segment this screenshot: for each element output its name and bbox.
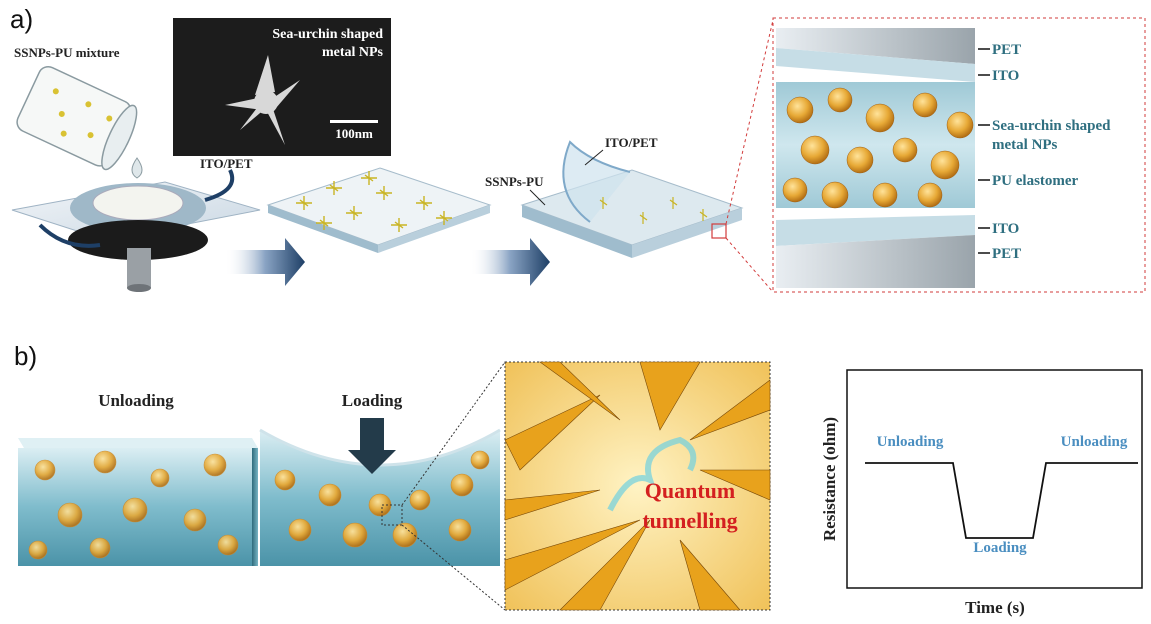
layer-label-ito-bottom: ITO [992,221,1019,237]
sem-title-line2: metal NPs [322,45,384,60]
tunnelling-path [607,436,697,512]
zoom-line-bottom [725,237,774,293]
graph-frame [846,369,1143,589]
loading-arrow [348,418,396,474]
laminated-film [520,140,744,258]
loading-block [259,428,501,566]
resistance-graph [846,369,1143,589]
layer-label-nps-line1: Sea-urchin shaped [992,118,1111,134]
process-arrow-2 [470,238,550,286]
spin-coater [11,169,261,292]
layer-labels [978,48,990,254]
process-arrow-1 [225,238,305,286]
sem-urchin [225,55,300,145]
ssnps-pu-label: SSNPs-PU [485,174,544,189]
ito-pet-label-1: ITO/PET [200,156,253,171]
graph-state-middle: Loading [973,540,1027,556]
mixture-vial [16,66,138,171]
unloading-block [18,438,258,566]
tunnelling-inset [504,361,771,611]
layer-label-ito-top: ITO [992,68,1019,84]
layer-label-pu: PU elastomer [992,173,1079,189]
graph-xlabel: Time (s) [965,598,1025,617]
sem-title-line1: Sea-urchin shaped [272,27,383,42]
urchin-particles [782,87,974,209]
scale-bar [330,120,378,123]
graph-state-right: Unloading [1061,434,1128,450]
resistance-trace [865,462,1138,539]
tunnelling-line2: tunnelling [642,508,737,533]
loading-label: Loading [342,391,403,410]
graph-ylabel: Resistance (ohm) [820,417,839,541]
scale-bar-label: 100nm [335,126,373,141]
droplet [131,157,143,179]
zoom-line-b-top [401,361,506,506]
label-leader-ssnps-pu [529,189,546,206]
unloading-label: Unloading [98,391,174,410]
sem-image: Sea-urchin shaped metal NPs 100nm [173,18,391,156]
graph-state-left: Unloading [877,434,944,450]
panel-b-letter: b) [14,341,37,371]
zoom-line-top [725,19,774,225]
layer-label-pet-bottom: PET [992,246,1021,262]
coated-film [266,167,492,253]
ito-pet-label-2: ITO/PET [605,135,658,150]
layer-cross-section [772,17,1146,293]
layer-label-nps-line2: metal NPs [992,137,1058,153]
tunnelling-line1: Quantum [645,478,735,503]
panel-a-letter: a) [10,4,33,34]
layer-label-pet-top: PET [992,42,1021,58]
label-leader-ito-pet-2 [584,149,604,166]
mixture-label: SSNPs-PU mixture [14,45,120,60]
